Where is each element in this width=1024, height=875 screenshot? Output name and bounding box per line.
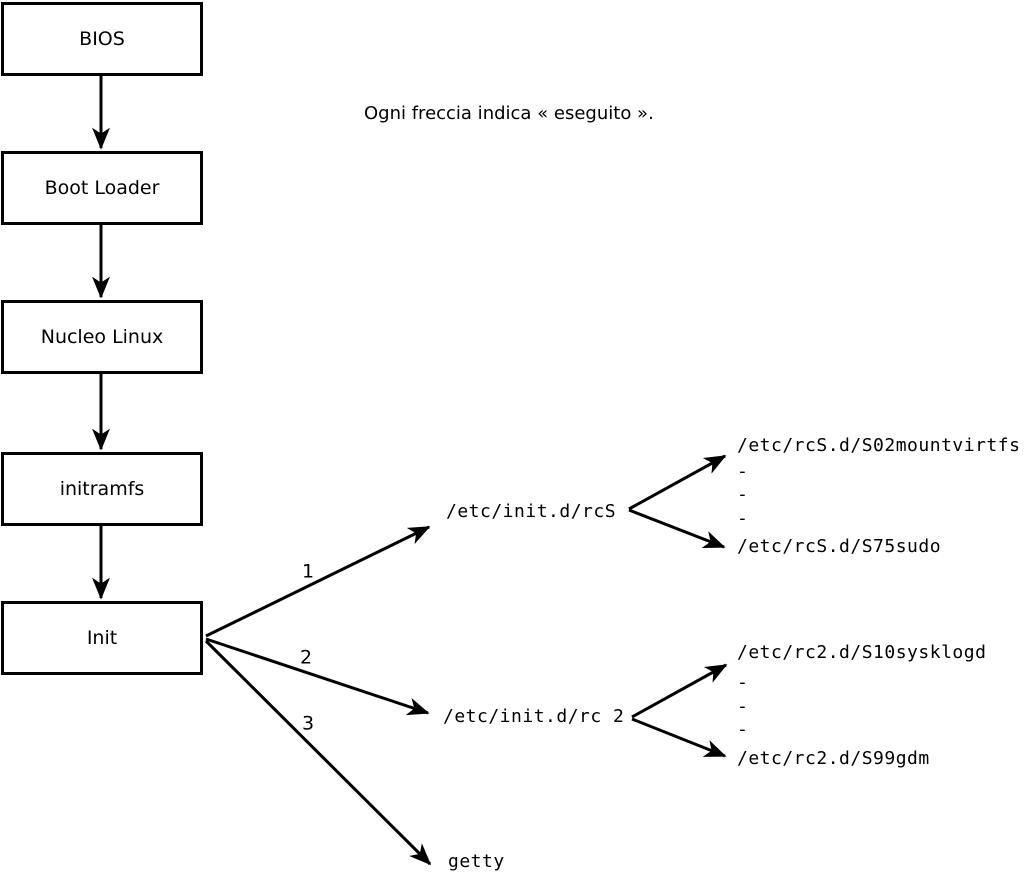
arrow-rc2-to-first-script — [631, 663, 728, 719]
rc2-script-ellipsis-dash: - — [737, 672, 749, 693]
box-init: Init — [1, 601, 203, 675]
rc2-script-ellipsis-dash: - — [737, 696, 749, 717]
box-initramfs-label: initramfs — [59, 477, 145, 500]
rcs-target-label: /etc/init.d/rcS — [446, 501, 617, 522]
box-bios: BIOS — [1, 2, 203, 76]
box-boot-loader-label: Boot Loader — [44, 176, 160, 199]
rc2-script-last: /etc/rc2.d/S99gdm — [737, 748, 930, 769]
arrow-rc2-to-last-script — [631, 717, 727, 758]
arrow-rcs-to-first-script — [628, 454, 727, 511]
arrow-rcs-to-last-script — [628, 508, 726, 549]
rcs-script-last: /etc/rcS.d/S75sudo — [737, 536, 942, 557]
branch-3-number: 3 — [301, 712, 315, 735]
arrow-init-to-rc2 — [205, 637, 430, 716]
branch-2-number: 2 — [299, 646, 313, 669]
box-initramfs: initramfs — [1, 452, 203, 526]
rcs-script-first: /etc/rcS.d/S02mountvirtfs — [737, 435, 1021, 456]
box-linux-kernel-label: Nucleo Linux — [40, 325, 164, 348]
rc2-script-first: /etc/rc2.d/S10sysklogd — [737, 642, 987, 663]
rc2-target-label: /etc/init.d/rc 2 — [443, 706, 625, 727]
arrow-init-to-rcs — [205, 525, 431, 638]
diagram-caption: Ogni freccia indica « eseguito ». — [364, 103, 654, 124]
arrow-init-to-getty — [204, 639, 432, 866]
box-linux-kernel: Nucleo Linux — [1, 300, 203, 374]
box-init-label: Init — [86, 626, 118, 649]
rcs-script-ellipsis-dash: - — [737, 484, 749, 505]
box-boot-loader: Boot Loader — [1, 151, 203, 225]
getty-target-label: getty — [448, 851, 505, 872]
rc2-script-ellipsis-dash: - — [737, 719, 749, 740]
rcs-script-ellipsis-dash: - — [737, 508, 749, 529]
branch-1-number: 1 — [301, 560, 315, 583]
box-bios-label: BIOS — [79, 27, 125, 50]
rcs-script-ellipsis-dash: - — [737, 461, 749, 482]
